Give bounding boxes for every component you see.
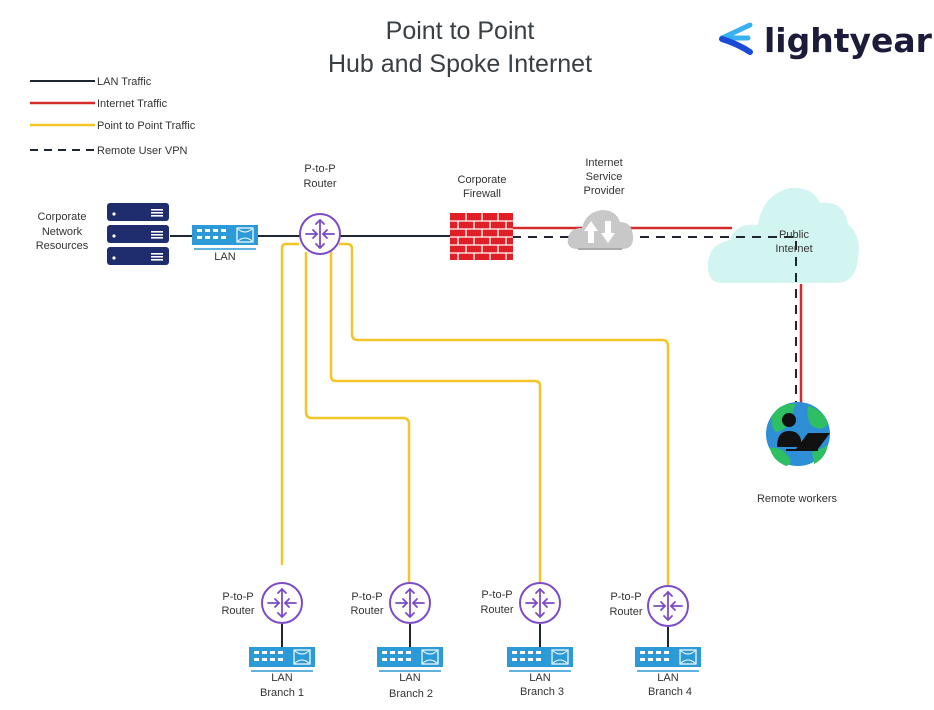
public-internet-label-2: Internet: [775, 243, 812, 255]
public-cloud-icon: [707, 187, 859, 283]
hub-router[interactable]: P-to-P Router: [299, 163, 341, 255]
internet-service-provider[interactable]: Internet Service Provider: [567, 157, 634, 250]
hub-router-label-2: Router: [303, 178, 336, 190]
branch-2-router-label-2: Router: [350, 605, 383, 617]
branch-3-lan-label: LAN: [529, 672, 550, 684]
router-icon: [299, 213, 341, 255]
branch-2-lan-label: LAN: [399, 672, 420, 684]
branch-2[interactable]: P-to-P Router LAN Branch 2: [350, 582, 444, 700]
legend-label-vpn: Remote User VPN: [97, 145, 188, 157]
branch-3-router-label-1: P-to-P: [481, 589, 512, 601]
branch-4-lan-label: LAN: [657, 672, 678, 684]
branch-3-router-icon: [519, 582, 561, 624]
p2p-link-branch-2: [304, 252, 411, 582]
p2p-link-branch-3: [329, 252, 542, 582]
isp-label-2: Service: [586, 171, 623, 183]
branch-2-router-label-1: P-to-P: [351, 591, 382, 603]
remote-workers-label: Remote workers: [757, 493, 838, 505]
firewall-icon: [450, 213, 513, 260]
legend-label-p2p: Point to Point Traffic: [97, 120, 196, 132]
legend-label-lan: LAN Traffic: [97, 76, 152, 88]
isp-label-3: Provider: [584, 185, 625, 197]
corporate-firewall[interactable]: Corporate Firewall: [450, 174, 513, 260]
firewall-label-1: Corporate: [458, 174, 507, 186]
branch-4-router-icon: [647, 585, 689, 627]
branch-3-router-label-2: Router: [480, 604, 513, 616]
branch-3[interactable]: P-to-P Router LAN Branch 3: [480, 582, 574, 698]
corporate-resources-label-1: Corporate: [38, 211, 87, 223]
brand-name: lightyear: [764, 21, 933, 60]
branch-4-name: Branch 4: [648, 686, 692, 698]
branch-1-name: Branch 1: [260, 687, 304, 699]
firewall-label-2: Firewall: [463, 188, 501, 200]
p2p-link-branch-4: [339, 242, 670, 585]
legend-item-internet: Internet Traffic: [30, 98, 168, 110]
isp-label-1: Internet: [585, 157, 622, 169]
lan-links: [170, 235, 669, 647]
legend-label-internet: Internet Traffic: [97, 98, 168, 110]
branch-1-lan-switch-icon: [248, 646, 316, 672]
legend-item-p2p: Point to Point Traffic: [30, 120, 196, 132]
hub-router-label-1: P-to-P: [304, 163, 335, 175]
corporate-resources-label-3: Resources: [36, 240, 89, 252]
branch-1-router-label-2: Router: [221, 605, 254, 617]
branch-1-lan-label: LAN: [271, 672, 292, 684]
branch-1-router-icon: [261, 582, 303, 624]
title-line-2: Hub and Spoke Internet: [328, 50, 592, 78]
legend-item-vpn: Remote User VPN: [30, 145, 188, 157]
isp-cloud-icon: [567, 210, 634, 250]
p2p-links: [280, 242, 670, 585]
p2p-link-branch-1: [280, 242, 299, 565]
hq-lan-label: LAN: [214, 251, 235, 263]
branch-4-router-label-2: Router: [609, 606, 642, 618]
branch-1[interactable]: P-to-P Router LAN Branch 1: [221, 582, 316, 699]
lan-switch-icon: [191, 224, 259, 250]
corporate-resources[interactable]: Corporate Network Resources: [36, 203, 169, 265]
public-internet-label-1: Public: [779, 229, 809, 241]
title-line-1: Point to Point: [386, 17, 535, 45]
branch-4-router-label-1: P-to-P: [610, 591, 641, 603]
legend-item-lan: LAN Traffic: [30, 76, 152, 88]
branch-2-router-icon: [389, 582, 431, 624]
server-stack-icon: [107, 203, 169, 265]
branch-3-name: Branch 3: [520, 686, 564, 698]
branch-4-lan-switch-icon: [634, 646, 702, 672]
hq-lan-switch[interactable]: LAN: [191, 224, 259, 263]
lightyear-logo-icon: [719, 22, 753, 55]
branch-1-router-label-1: P-to-P: [222, 591, 253, 603]
remote-worker-globe-icon: [766, 402, 830, 466]
corporate-resources-label-2: Network: [42, 226, 83, 238]
branch-2-name: Branch 2: [389, 688, 433, 700]
legend: LAN Traffic Internet Traffic Point to Po…: [30, 76, 196, 157]
remote-workers[interactable]: Remote workers: [757, 402, 838, 505]
branch-4[interactable]: P-to-P Router LAN Branch 4: [609, 585, 702, 698]
branch-2-lan-switch-icon: [376, 646, 444, 672]
branch-3-lan-switch-icon: [506, 646, 574, 672]
